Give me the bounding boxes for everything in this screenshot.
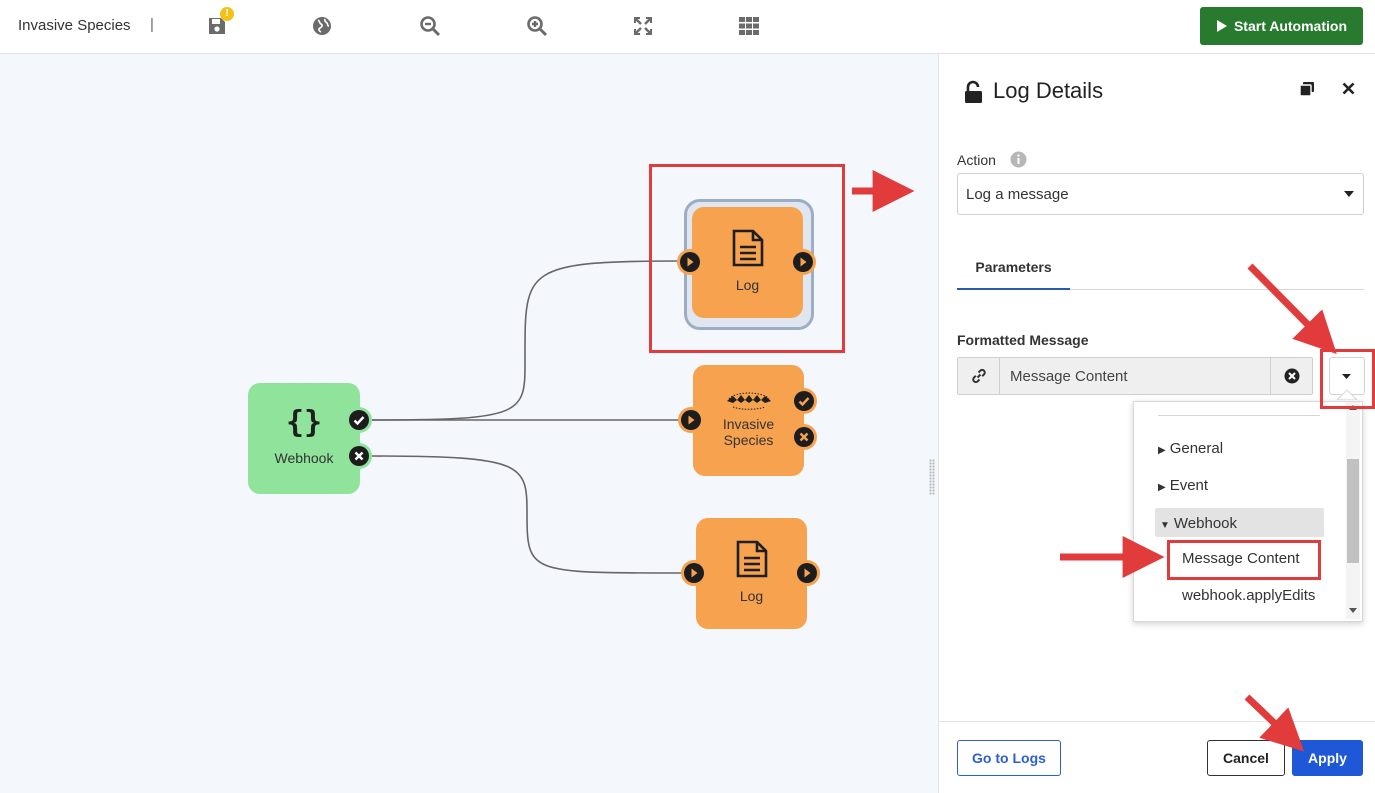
dropdown-pointer [1337,390,1357,400]
dropdown-item-event[interactable]: ▶Event [1158,477,1209,494]
play-icon [1216,20,1227,32]
footer-divider [939,721,1375,722]
invasive-input-port[interactable] [678,407,704,433]
title-separator: | [150,16,154,33]
invasive-species-node[interactable]: Invasive Species [693,365,804,476]
action-label: Action [957,152,996,168]
code-braces-icon: {} [285,405,323,440]
tab-active-indicator [957,288,1070,290]
action-select-value: Log a message [966,186,1069,203]
webhook-node-label: Webhook [274,450,334,466]
panel-resize-handle[interactable] [929,459,935,495]
log-node-top[interactable]: Log [692,207,803,318]
arrow-to-apply [1244,694,1305,752]
log-bottom-input-port[interactable] [681,560,707,586]
save-icon[interactable]: ! [205,7,234,38]
attribute-dropdown-menu: ▶General ▶Event ▼Webhook Message Content… [1133,401,1363,622]
message-content-value: Message Content [1010,368,1128,385]
warning-badge: ! [220,7,234,21]
zoom-out-icon[interactable] [418,14,442,38]
project-title: Invasive Species [18,17,131,34]
invasive-species-label-line2: Species [723,431,774,448]
tab-parameters[interactable]: Parameters [975,259,1052,275]
action-select[interactable]: Log a message [957,173,1364,215]
unlock-icon [965,80,982,103]
chevron-down-icon [1342,374,1351,379]
log-top-input-port[interactable] [677,249,703,275]
message-input-group: Message Content [957,357,1313,395]
dropdown-item-webhook-applyedits[interactable]: webhook.applyEdits [1182,587,1316,604]
webhook-node[interactable]: {} Webhook [248,383,360,494]
caret-right-icon: ▶ [1158,482,1166,493]
fit-screen-icon[interactable] [631,14,655,38]
webhook-success-port[interactable] [346,407,372,433]
cancel-button[interactable]: Cancel [1207,740,1285,776]
go-to-logs-button[interactable]: Go to Logs [957,740,1061,776]
document-icon [732,229,763,266]
formatted-message-label: Formatted Message [957,332,1089,348]
service-logo-icon [726,392,771,410]
highlight-log-node [649,164,845,353]
dock-panel-icon[interactable] [1299,81,1315,97]
info-icon[interactable] [1010,151,1027,168]
webhook-failure-port[interactable] [346,443,372,469]
caret-right-icon: ▶ [1158,445,1166,456]
link-button[interactable] [958,358,1000,394]
scroll-down-arrow[interactable] [1349,608,1357,613]
globe-icon[interactable] [310,14,334,38]
top-toolbar: Invasive Species | ! Start Automation [0,0,1375,54]
log-node-top-label: Log [735,276,760,293]
chevron-down-icon [1344,191,1354,197]
log-node-bottom[interactable]: Log [696,518,807,629]
attribute-dropdown-toggle[interactable] [1329,357,1365,395]
start-automation-label: Start Automation [1233,18,1348,34]
clear-button[interactable] [1270,358,1313,394]
tab-divider [957,289,1364,290]
grid-icon[interactable] [737,14,761,38]
dropdown-item-webhook-highlight [1155,508,1324,537]
dropdown-scrollbar[interactable] [1346,402,1360,619]
clear-icon [1284,368,1300,384]
panel-title: Log Details [993,78,1104,103]
highlight-message-content [1167,540,1321,580]
highlight-dropdown-toggle [1320,349,1375,409]
log-bottom-output-port[interactable] [794,560,820,586]
caret-down-icon: ▼ [1160,520,1170,531]
dropdown-item-message-content[interactable]: Message Content [1182,550,1300,567]
log-top-output-port[interactable] [790,249,816,275]
close-icon[interactable] [1342,82,1355,95]
invasive-success-port[interactable] [791,388,817,414]
invasive-species-label-line1: Invasive [722,415,775,432]
document-icon [736,540,767,577]
log-node-bottom-label: Log [739,587,764,604]
dropdown-item-general[interactable]: ▶General [1158,440,1224,457]
arrow-to-dropdown-toggle [1247,263,1337,354]
scrollbar-thumb[interactable] [1347,459,1359,563]
link-icon [972,368,986,384]
dropdown-divider [1158,415,1320,416]
zoom-in-icon[interactable] [525,14,549,38]
workflow-canvas[interactable]: {} Webhook Log Invasive Species [0,54,938,793]
connection-lines [371,260,684,574]
dropdown-item-webhook[interactable]: ▼Webhook [1160,515,1238,532]
invasive-failure-port[interactable] [791,424,817,450]
start-automation-button[interactable]: Start Automation [1200,7,1363,45]
